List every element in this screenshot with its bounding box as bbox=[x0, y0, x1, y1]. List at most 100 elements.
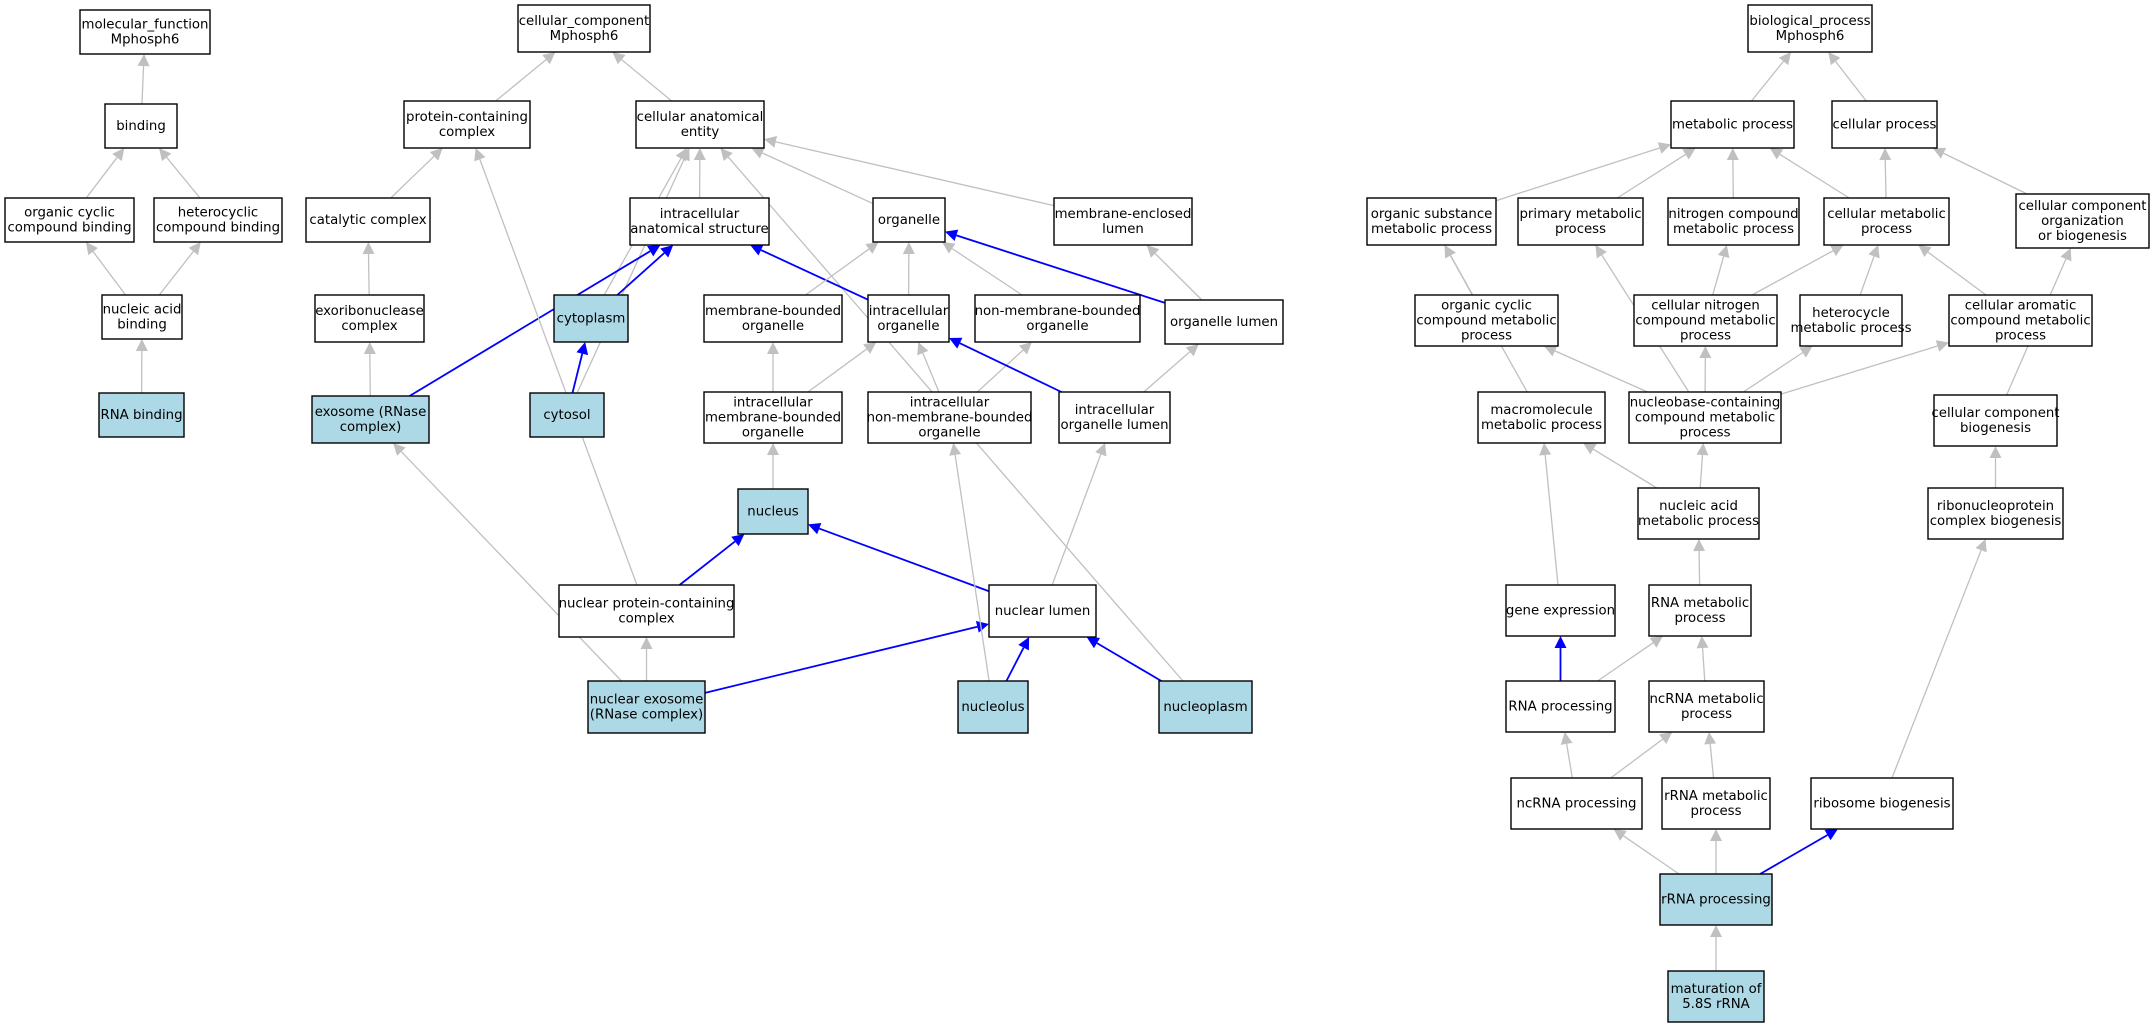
term-box bbox=[988, 584, 1097, 638]
term-label: intracellular bbox=[660, 207, 740, 222]
arrowhead-icon bbox=[1778, 52, 1792, 66]
arrowhead-icon bbox=[1989, 446, 2002, 458]
term-label: complex bbox=[618, 612, 674, 627]
term-label: nuclear lumen bbox=[995, 604, 1091, 619]
edge-line bbox=[956, 234, 1166, 304]
term-node-cytoplasm: cytoplasm bbox=[553, 294, 629, 343]
edge-line bbox=[1698, 550, 1701, 586]
term-label: nitrogen compound bbox=[1668, 207, 1798, 222]
term-label: process bbox=[1679, 426, 1730, 441]
edge-line bbox=[1699, 454, 1704, 489]
term-node-rnap: RNA processing bbox=[1505, 680, 1616, 733]
arrowhead-icon bbox=[1583, 443, 1597, 455]
term-node-nucleus: nucleus bbox=[737, 488, 809, 535]
term-label: compound binding bbox=[7, 221, 131, 236]
edge-binding-to-mf bbox=[137, 54, 150, 105]
arrowhead-icon bbox=[1699, 346, 1712, 359]
edge-line bbox=[92, 251, 127, 296]
arrowhead-icon bbox=[767, 342, 779, 354]
term-box bbox=[1799, 294, 1903, 347]
term-label: macromolecule bbox=[1490, 403, 1592, 418]
term-label: RNA binding bbox=[100, 408, 182, 423]
term-label: Mphosph6 bbox=[111, 33, 180, 48]
arrowhead-icon bbox=[1717, 245, 1730, 259]
arrowhead-icon bbox=[731, 534, 745, 547]
edge-m58-to-rrp bbox=[1710, 925, 1722, 971]
edge-inmbo-to-io bbox=[917, 342, 940, 393]
node-layer: molecular_functionMphosph6bindingorganic… bbox=[4, 4, 2150, 1023]
edge-nbcmp-to-hmp bbox=[1743, 346, 1813, 393]
edge-ncmp-to-mp bbox=[1726, 148, 1739, 199]
edge-line bbox=[954, 454, 990, 682]
term-box bbox=[629, 197, 770, 246]
arrowhead-icon bbox=[474, 148, 486, 162]
term-label: organelle bbox=[742, 426, 804, 441]
term-label: heterocycle bbox=[1812, 306, 1890, 321]
arrowhead-icon bbox=[751, 147, 765, 159]
term-label: nucleus bbox=[747, 505, 798, 520]
edge-namp-to-nbcmp bbox=[1696, 443, 1709, 489]
term-box bbox=[703, 294, 843, 343]
term-box bbox=[1366, 197, 1497, 246]
term-label: nucleolus bbox=[961, 700, 1024, 715]
arrowhead-icon bbox=[85, 242, 98, 256]
term-label: membrane-bounded bbox=[705, 304, 841, 319]
edge-line bbox=[1544, 454, 1559, 586]
edge-rrp-to-rb bbox=[1759, 829, 1838, 875]
term-label: cellular anatomical bbox=[637, 110, 764, 125]
term-label: organelle lumen bbox=[1170, 315, 1278, 330]
term-box bbox=[1628, 391, 1782, 444]
arrowhead-icon bbox=[1879, 148, 1892, 161]
edge-nmbo-to-organelle bbox=[942, 242, 1023, 296]
edge-nexo-to-npcc bbox=[640, 637, 653, 681]
edge-cytoplasm-to-ias bbox=[616, 245, 674, 296]
arrowhead-icon bbox=[1799, 346, 1813, 358]
term-label: rRNA processing bbox=[1661, 893, 1771, 908]
term-label: process bbox=[1461, 329, 1512, 344]
term-box bbox=[1637, 487, 1760, 540]
arrowhead-icon bbox=[917, 342, 929, 356]
edge-nexo-to-exosome bbox=[393, 443, 623, 682]
edge-line bbox=[951, 248, 1023, 296]
term-node-nucleolus: nucleolus bbox=[957, 680, 1029, 734]
arrowhead-icon bbox=[1649, 636, 1663, 648]
edge-rmp-to-namp bbox=[1693, 539, 1706, 586]
edge-cytosol-to-cae bbox=[576, 148, 690, 394]
edge-line bbox=[166, 156, 201, 199]
term-label: protein-containing bbox=[406, 110, 528, 125]
term-label: organelle bbox=[1026, 319, 1088, 334]
arrowhead-icon bbox=[362, 242, 375, 255]
term-label: cellular_component bbox=[519, 14, 650, 29]
term-node-rnab: RNA binding bbox=[98, 392, 185, 438]
term-label: Mphosph6 bbox=[1776, 29, 1845, 44]
edge-line bbox=[1884, 159, 1887, 199]
edge-pmp-to-mp bbox=[1616, 148, 1696, 199]
term-box bbox=[974, 294, 1141, 343]
arrowhead-icon bbox=[1543, 345, 1558, 357]
arrowhead-icon bbox=[1539, 443, 1552, 456]
edge-nucleus-to-imbo bbox=[767, 443, 779, 489]
term-box bbox=[1477, 391, 1606, 444]
edge-ncrmp-to-rmp bbox=[1696, 636, 1709, 682]
edge-line bbox=[1891, 549, 1982, 779]
term-box bbox=[1667, 970, 1765, 1023]
edge-line bbox=[1780, 345, 1938, 395]
edge-line bbox=[1835, 61, 1867, 102]
term-box bbox=[737, 488, 809, 535]
term-box bbox=[587, 680, 706, 734]
term-label: organelle bbox=[878, 213, 940, 228]
term-label: metabolic process bbox=[1790, 321, 1911, 336]
term-node-m58: maturation of5.8S rRNA bbox=[1667, 970, 1765, 1023]
edge-nl-to-iol bbox=[1051, 443, 1107, 586]
term-label: metabolic process bbox=[1638, 514, 1759, 529]
arrowhead-icon bbox=[576, 342, 589, 356]
edge-ge-to-mmp bbox=[1539, 443, 1559, 586]
edge-nucleolus-to-nl bbox=[1005, 637, 1030, 682]
